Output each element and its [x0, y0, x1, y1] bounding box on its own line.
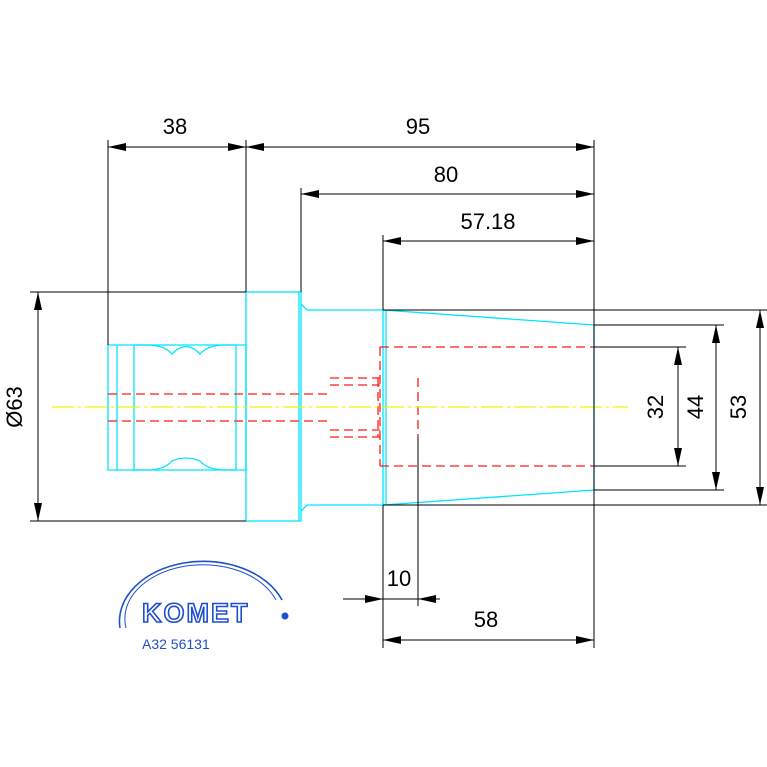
groove-top	[134, 344, 236, 355]
dim-95-label: 95	[406, 114, 430, 139]
groove-bottom	[134, 457, 236, 471]
dimension-lines	[30, 140, 767, 648]
dim-53-label: 53	[726, 395, 751, 419]
dim-32-label: 32	[643, 395, 668, 419]
logo-dot	[281, 612, 289, 620]
bore-outline	[379, 346, 594, 467]
dim-80-label: 80	[434, 162, 458, 187]
komet-logo: KOMET	[118, 560, 289, 629]
logo-text: KOMET	[142, 598, 250, 628]
hidden-lines	[108, 346, 594, 467]
dim-63-label: Ø63	[2, 386, 27, 428]
dimension-arrows	[34, 143, 764, 644]
dim-44-label: 44	[683, 395, 708, 419]
dim-10-label: 10	[387, 566, 411, 591]
dim-58-label: 58	[474, 607, 498, 632]
dim-38-label: 38	[163, 114, 187, 139]
dim-57-label: 57.18	[460, 209, 515, 234]
logo-arc	[118, 560, 283, 629]
part-code: A32 56131	[142, 636, 210, 652]
